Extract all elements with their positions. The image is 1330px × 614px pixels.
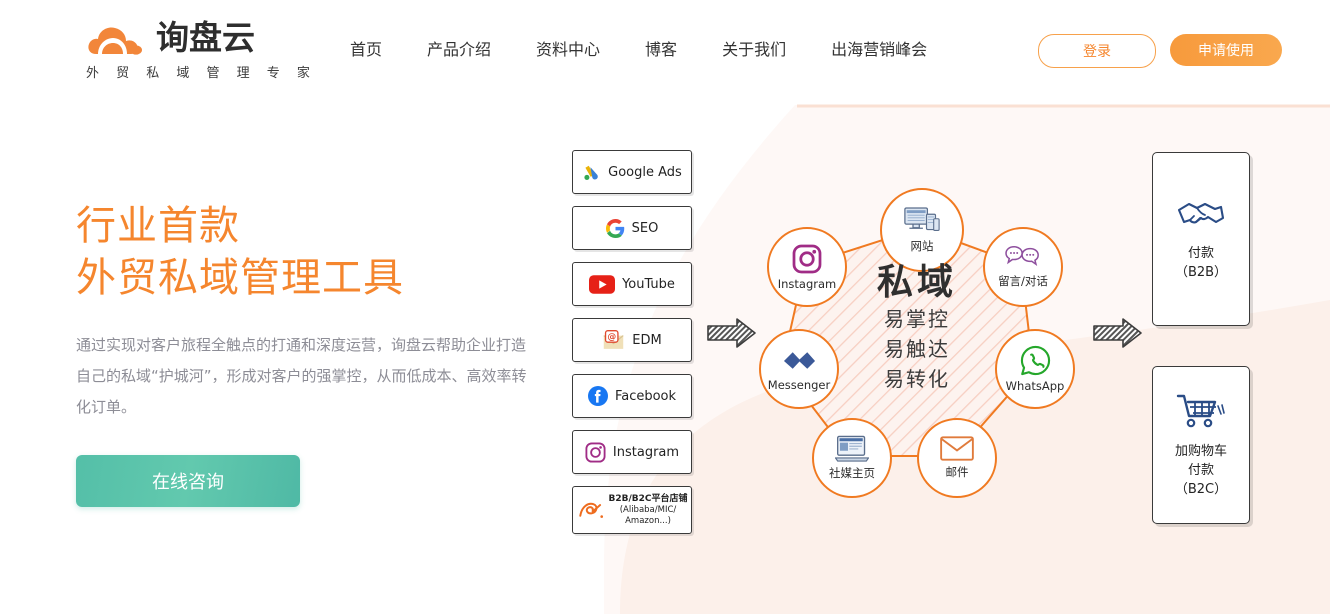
diagram-node-email[interactable]: 邮件 bbox=[917, 418, 997, 498]
diagram-node-chat[interactable]: 留言/对话 bbox=[983, 227, 1063, 307]
hero-title-line1: 行业首款 bbox=[76, 203, 240, 249]
ec-platform-icon bbox=[578, 502, 603, 518]
hero-section: 行业首款 外贸私域管理工具 通过实现对客户旅程全触点的打通和深度运营，询盘云帮助… bbox=[76, 200, 546, 507]
node-label: WhatsApp bbox=[1005, 379, 1065, 393]
nav-products[interactable]: 产品介绍 bbox=[427, 40, 492, 59]
website-devices-icon bbox=[904, 206, 940, 231]
apply-button[interactable]: 申请使用 bbox=[1170, 34, 1282, 66]
instagram-icon bbox=[585, 441, 606, 463]
shopping-cart-icon bbox=[1176, 394, 1225, 427]
orange-cloud-logo-icon bbox=[88, 27, 142, 55]
social-homepage-icon bbox=[835, 435, 869, 462]
nav-about[interactable]: 关于我们 bbox=[722, 40, 787, 59]
outcome-line-1: 付款 bbox=[1187, 246, 1214, 261]
outcome-line-2: （B2B） bbox=[1174, 265, 1228, 280]
node-label: 邮件 bbox=[945, 465, 969, 479]
google-ads-icon bbox=[584, 165, 598, 180]
channel-label: Instagram bbox=[612, 444, 680, 460]
channel-label: Facebook bbox=[614, 388, 677, 404]
channel-label: Google Ads bbox=[608, 164, 682, 180]
hero-description: 通过实现对客户旅程全触点的打通和深度运营，询盘云帮助企业打造自己的私域“护城河”… bbox=[76, 336, 527, 416]
channel-card-instagram[interactable]: Instagram bbox=[572, 430, 692, 474]
channel-card-list: Google Ads SEO YouTube @ EDM Face bbox=[572, 150, 692, 546]
messenger-icon bbox=[783, 351, 815, 369]
brand-logo[interactable]: 询盘云 外 贸 私 域 管 理 专 家 bbox=[78, 18, 317, 84]
chat-bubbles-icon bbox=[1005, 246, 1039, 266]
nav-resources[interactable]: 资料中心 bbox=[536, 40, 601, 59]
flow-arrow-right bbox=[1093, 318, 1142, 348]
channel-multiline-label: B2B/B2C平台店铺 (Alibaba/MIC/ Amazon...) bbox=[609, 494, 688, 527]
outcome-line-2: 付款 bbox=[1187, 462, 1214, 478]
whatsapp-icon bbox=[1020, 345, 1050, 376]
node-label: Messenger bbox=[767, 377, 831, 392]
channel-label: EDM bbox=[632, 332, 662, 348]
diagram-node-website[interactable]: 网站 bbox=[880, 188, 964, 272]
flow-arrow-left bbox=[707, 318, 756, 348]
channel-card-google-ads[interactable]: Google Ads bbox=[572, 150, 692, 194]
nav-home[interactable]: 首页 bbox=[350, 40, 383, 59]
diagram-node-instagram[interactable]: Instagram bbox=[767, 227, 847, 307]
main-navigation: 首页 产品介绍 资料中心 博客 关于我们 出海营销峰会 bbox=[350, 36, 972, 64]
channel-card-b2b-b2c-platform[interactable]: B2B/B2C平台店铺 (Alibaba/MIC/ Amazon...) bbox=[572, 486, 692, 534]
nav-summit[interactable]: 出海营销峰会 bbox=[831, 40, 928, 59]
outcome-label: 付款 （B2B） bbox=[1175, 244, 1227, 282]
node-label: Instagram bbox=[777, 276, 837, 291]
channel-card-facebook[interactable]: Facebook bbox=[572, 374, 692, 418]
channel-sublabel-2: Amazon...) bbox=[625, 515, 671, 526]
outcome-line-1: 加购物车 bbox=[1174, 443, 1227, 459]
outcome-line-3: （B2C） bbox=[1174, 481, 1228, 497]
brand-name-text: 询盘云 bbox=[156, 18, 255, 57]
handshake-icon bbox=[1177, 202, 1225, 224]
brand-tagline: 外 贸 私 域 管 理 专 家 bbox=[86, 66, 317, 81]
channel-card-youtube[interactable]: YouTube bbox=[572, 262, 692, 306]
outcome-card-b2b[interactable]: 付款 （B2B） bbox=[1152, 152, 1250, 326]
channel-card-seo[interactable]: SEO bbox=[572, 206, 692, 250]
online-consult-button[interactable]: 在线咨询 bbox=[76, 455, 300, 507]
site-header: 询盘云 外 贸 私 域 管 理 专 家 首页 产品介绍 资料中心 博客 关于我们… bbox=[0, 0, 1330, 100]
instagram-icon bbox=[792, 244, 822, 273]
node-label: 网站 bbox=[910, 238, 934, 253]
diagram-node-messenger[interactable]: Messenger bbox=[759, 329, 839, 409]
channel-label: YouTube bbox=[622, 276, 675, 292]
outcome-label: 加购物车 付款 （B2C） bbox=[1175, 442, 1227, 499]
private-domain-diagram: 网站 留言/对话 WhatsApp 邮件 bbox=[745, 160, 1095, 510]
youtube-icon bbox=[589, 274, 616, 294]
envelope-icon bbox=[940, 436, 974, 461]
svg-text:@: @ bbox=[608, 333, 617, 343]
nav-blog[interactable]: 博客 bbox=[645, 40, 678, 59]
facebook-icon bbox=[587, 386, 608, 406]
brand-wordmark: 询盘云 bbox=[156, 18, 255, 57]
email-at-icon: @ bbox=[603, 330, 624, 349]
outcome-card-b2c[interactable]: 加购物车 付款 （B2C） bbox=[1152, 366, 1250, 524]
diagram-node-social-homepage[interactable]: 社媒主页 bbox=[812, 418, 892, 498]
channel-card-edm[interactable]: @ EDM bbox=[572, 318, 692, 362]
channel-label: SEO bbox=[631, 220, 659, 236]
login-button[interactable]: 登录 bbox=[1038, 34, 1156, 68]
google-g-icon bbox=[605, 218, 624, 238]
diagram-node-whatsapp[interactable]: WhatsApp bbox=[995, 329, 1075, 409]
channel-label: B2B/B2C平台店铺 bbox=[608, 493, 688, 504]
node-label: 留言/对话 bbox=[998, 274, 1048, 288]
channel-sublabel-1: (Alibaba/MIC/ bbox=[619, 504, 677, 515]
node-label: 社媒主页 bbox=[829, 466, 875, 480]
hero-title-line2: 外贸私域管理工具 bbox=[76, 255, 404, 301]
